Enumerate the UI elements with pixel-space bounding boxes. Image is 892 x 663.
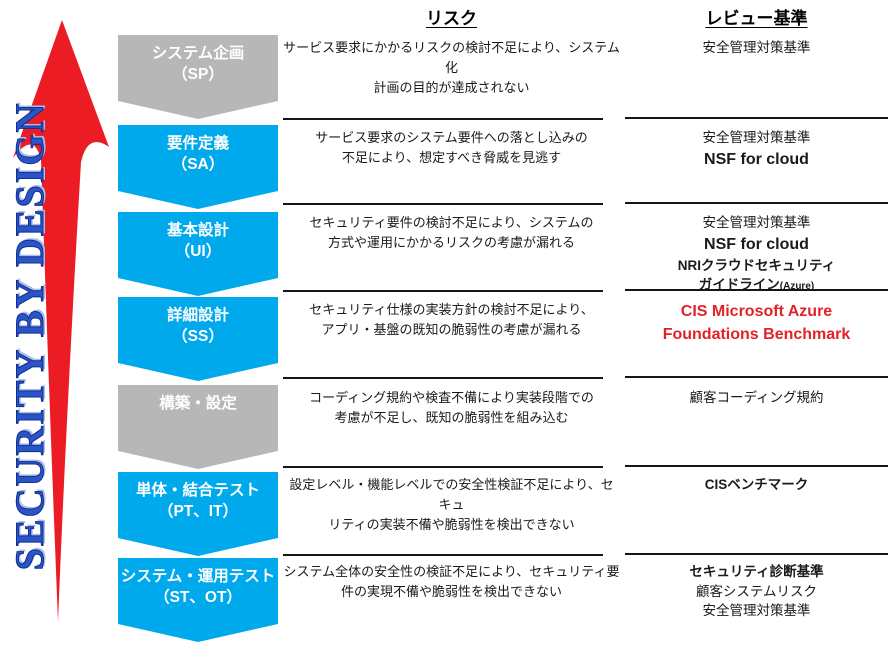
phase-label: 要件定義 [166, 135, 229, 152]
review-cell: 顧客コーディング規約 [625, 388, 888, 408]
review-item-text: 顧客コーディング規約 [689, 390, 824, 405]
phase-chevron-6: 単体・結合テスト （PT、IT） [118, 472, 278, 556]
review-item: セキュリティ診断基準 [625, 562, 888, 582]
review-item: 安全管理対策基準 [625, 128, 888, 148]
phase-label: （PT、IT） [157, 502, 239, 520]
row-divider-review [625, 465, 888, 467]
review-cell: CISベンチマーク [625, 475, 888, 495]
phase-label: （UI） [174, 242, 222, 260]
review-item-suffix: (Azure) [779, 281, 815, 293]
review-item: CIS Microsoft Azure [625, 300, 888, 323]
row-divider-review [625, 202, 888, 204]
review-column-header: レビュー基準 [705, 9, 808, 28]
phase-chevron-5: 構築・設定 [118, 385, 278, 469]
phase-label: （ST、OT） [154, 588, 242, 606]
review-item: 安全管理対策基準 [625, 38, 888, 58]
review-item-text: CIS Microsoft Azure [680, 303, 833, 320]
review-item: CISベンチマーク [625, 475, 888, 495]
phase-label: （SA） [171, 155, 225, 173]
review-item-text: NRIクラウドセキュリティ [677, 257, 836, 273]
review-cell: セキュリティ診断基準顧客システムリスク安全管理対策基準 [625, 562, 888, 621]
review-item: ガイドライン(Azure) [625, 275, 888, 295]
row-divider-risk [283, 554, 603, 556]
phase-label: （SP） [172, 65, 224, 83]
risk-cell: セキュリティ要件の検討不足により、システムの 方式や運用にかかるリスクの考慮が漏… [309, 215, 594, 251]
review-cell: 安全管理対策基準 NSF for cloud [625, 128, 888, 171]
review-item-text: ガイドライン [698, 277, 780, 293]
row-divider-risk [283, 203, 603, 205]
row-divider-review [625, 117, 888, 119]
phase-label: システム企画 [151, 45, 245, 62]
review-item-text: NSF for cloud [704, 235, 809, 253]
risk-cell: 設定レベル・機能レベルでの安全性検証不足により、セキュ リティの実装不備や脆弱性… [289, 477, 614, 533]
row-divider-risk [283, 466, 603, 468]
phase-chevron-1: システム企画 （SP） [118, 35, 278, 119]
phase-label: システム・運用テスト [120, 568, 276, 585]
row-divider-review [625, 376, 888, 378]
risk-cell: コーディング規約や検査不備により実装段階での 考慮が不足し、既知の脆弱性を組み込… [309, 390, 594, 426]
review-item: NRIクラウドセキュリティ [625, 256, 888, 276]
review-item: 顧客コーディング規約 [625, 388, 888, 408]
review-item-text: CISベンチマーク [704, 477, 809, 492]
risk-cell: サービス要求にかかるリスクの検討不足により、システム化 計画の目的が達成されない [283, 40, 620, 96]
review-item-text: 安全管理対策基準 [702, 130, 811, 145]
phase-label: 基本設計 [166, 222, 229, 239]
review-item-text: 安全管理対策基準 [702, 215, 811, 230]
risk-cell: セキュリティ仕様の実装方針の検討不足により、 アプリ・基盤の既知の脆弱性の考慮が… [309, 302, 594, 338]
phase-chevron-4: 詳細設計 （SS） [118, 297, 278, 381]
phase-label: 単体・結合テスト [135, 482, 260, 499]
phase-label: 構築・設定 [159, 395, 237, 412]
vertical-title: SECURITY BY DESIGN [7, 101, 53, 571]
phase-chevron-3: 基本設計 （UI） [118, 212, 278, 296]
review-item-text: 顧客システムリスク [695, 583, 818, 599]
review-item: 安全管理対策基準 [625, 601, 888, 621]
row-divider-risk [283, 377, 603, 379]
phase-label: （SS） [172, 327, 224, 345]
review-item: 顧客システムリスク [625, 582, 888, 602]
review-item: NSF for cloud [625, 148, 888, 171]
risk-cell: システム全体の安全性の検証不足により、セキュリティ要 件の実現不備や脆弱性を検出… [283, 564, 620, 600]
risk-column-header: リスク [426, 9, 477, 28]
review-item: Foundations Benchmark [625, 323, 888, 346]
review-cell: 安全管理対策基準 [625, 38, 888, 58]
phase-label: 詳細設計 [166, 307, 229, 324]
review-item-text: 安全管理対策基準 [702, 603, 811, 619]
row-divider-risk [283, 118, 603, 120]
row-divider-review [625, 289, 888, 291]
upward-arrow-icon [13, 20, 109, 622]
row-divider-risk [283, 290, 603, 292]
review-item-text: Foundations Benchmark [662, 326, 851, 344]
phase-chevron-7: システム・運用テスト （ST、OT） [118, 558, 278, 642]
review-item-text: セキュリティ診断基準 [689, 564, 824, 579]
phase-chevron-2: 要件定義 （SA） [118, 125, 278, 209]
review-item: NSF for cloud [625, 233, 888, 256]
review-item: 安全管理対策基準 [625, 213, 888, 233]
risk-cell: サービス要求のシステム要件への落とし込みの 不足により、想定すべき脅威を見逃す [315, 130, 588, 166]
review-item-text: 安全管理対策基準 [702, 40, 811, 55]
review-item-text: NSF for cloud [704, 150, 809, 168]
row-divider-review [625, 553, 888, 555]
